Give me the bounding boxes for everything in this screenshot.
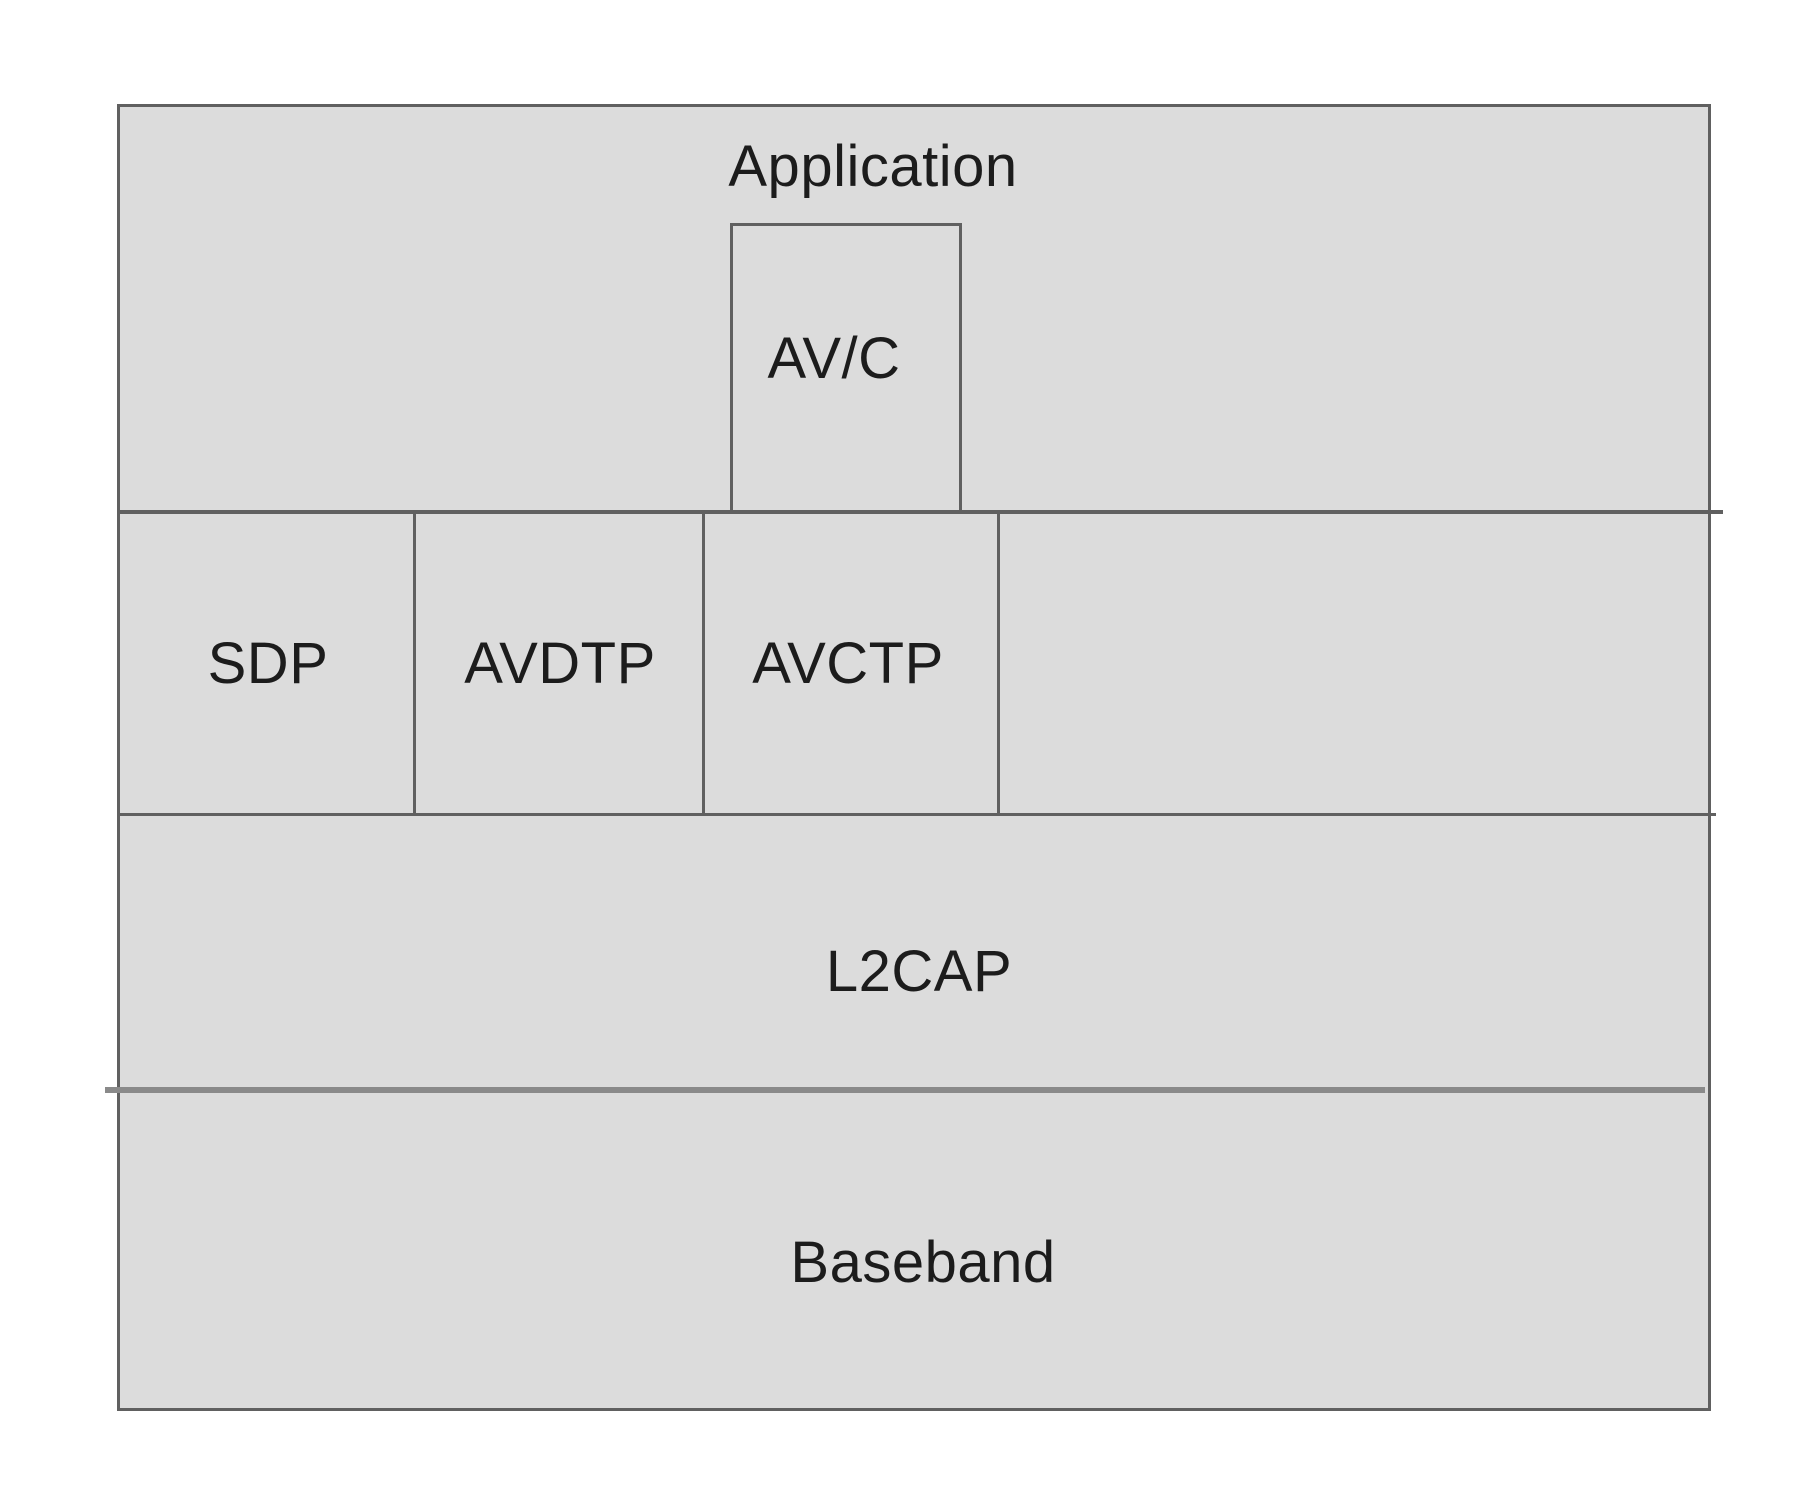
baseband-label: Baseband [790, 1230, 1056, 1295]
protocol-stack-box: Application AV/C SDP AVDTP AVCTP L2CAP B… [105, 104, 1723, 1411]
l2cap-baseband-divider [105, 1087, 1705, 1093]
avctp-right-edge [997, 514, 1000, 813]
avc-label: AV/C [767, 326, 901, 391]
middle-l2cap-divider [120, 813, 1716, 816]
avc-box: AV/C [730, 223, 962, 510]
application-layer-label: Application [728, 134, 1018, 199]
sdp-avdtp-divider [413, 514, 416, 813]
avctp-label: AVCTP [752, 631, 944, 696]
l2cap-label: L2CAP [825, 939, 1013, 1004]
avdtp-label: AVDTP [464, 631, 656, 696]
transport-protocols-region: SDP AVDTP AVCTP [120, 514, 1708, 813]
application-middle-divider [120, 510, 1723, 514]
application-layer-region: Application AV/C [120, 107, 1708, 510]
baseband-layer-region: Baseband [120, 1093, 1708, 1408]
sdp-label: SDP [207, 631, 329, 696]
l2cap-layer-region: L2CAP [120, 816, 1708, 1087]
avdtp-avctp-divider [702, 514, 705, 813]
